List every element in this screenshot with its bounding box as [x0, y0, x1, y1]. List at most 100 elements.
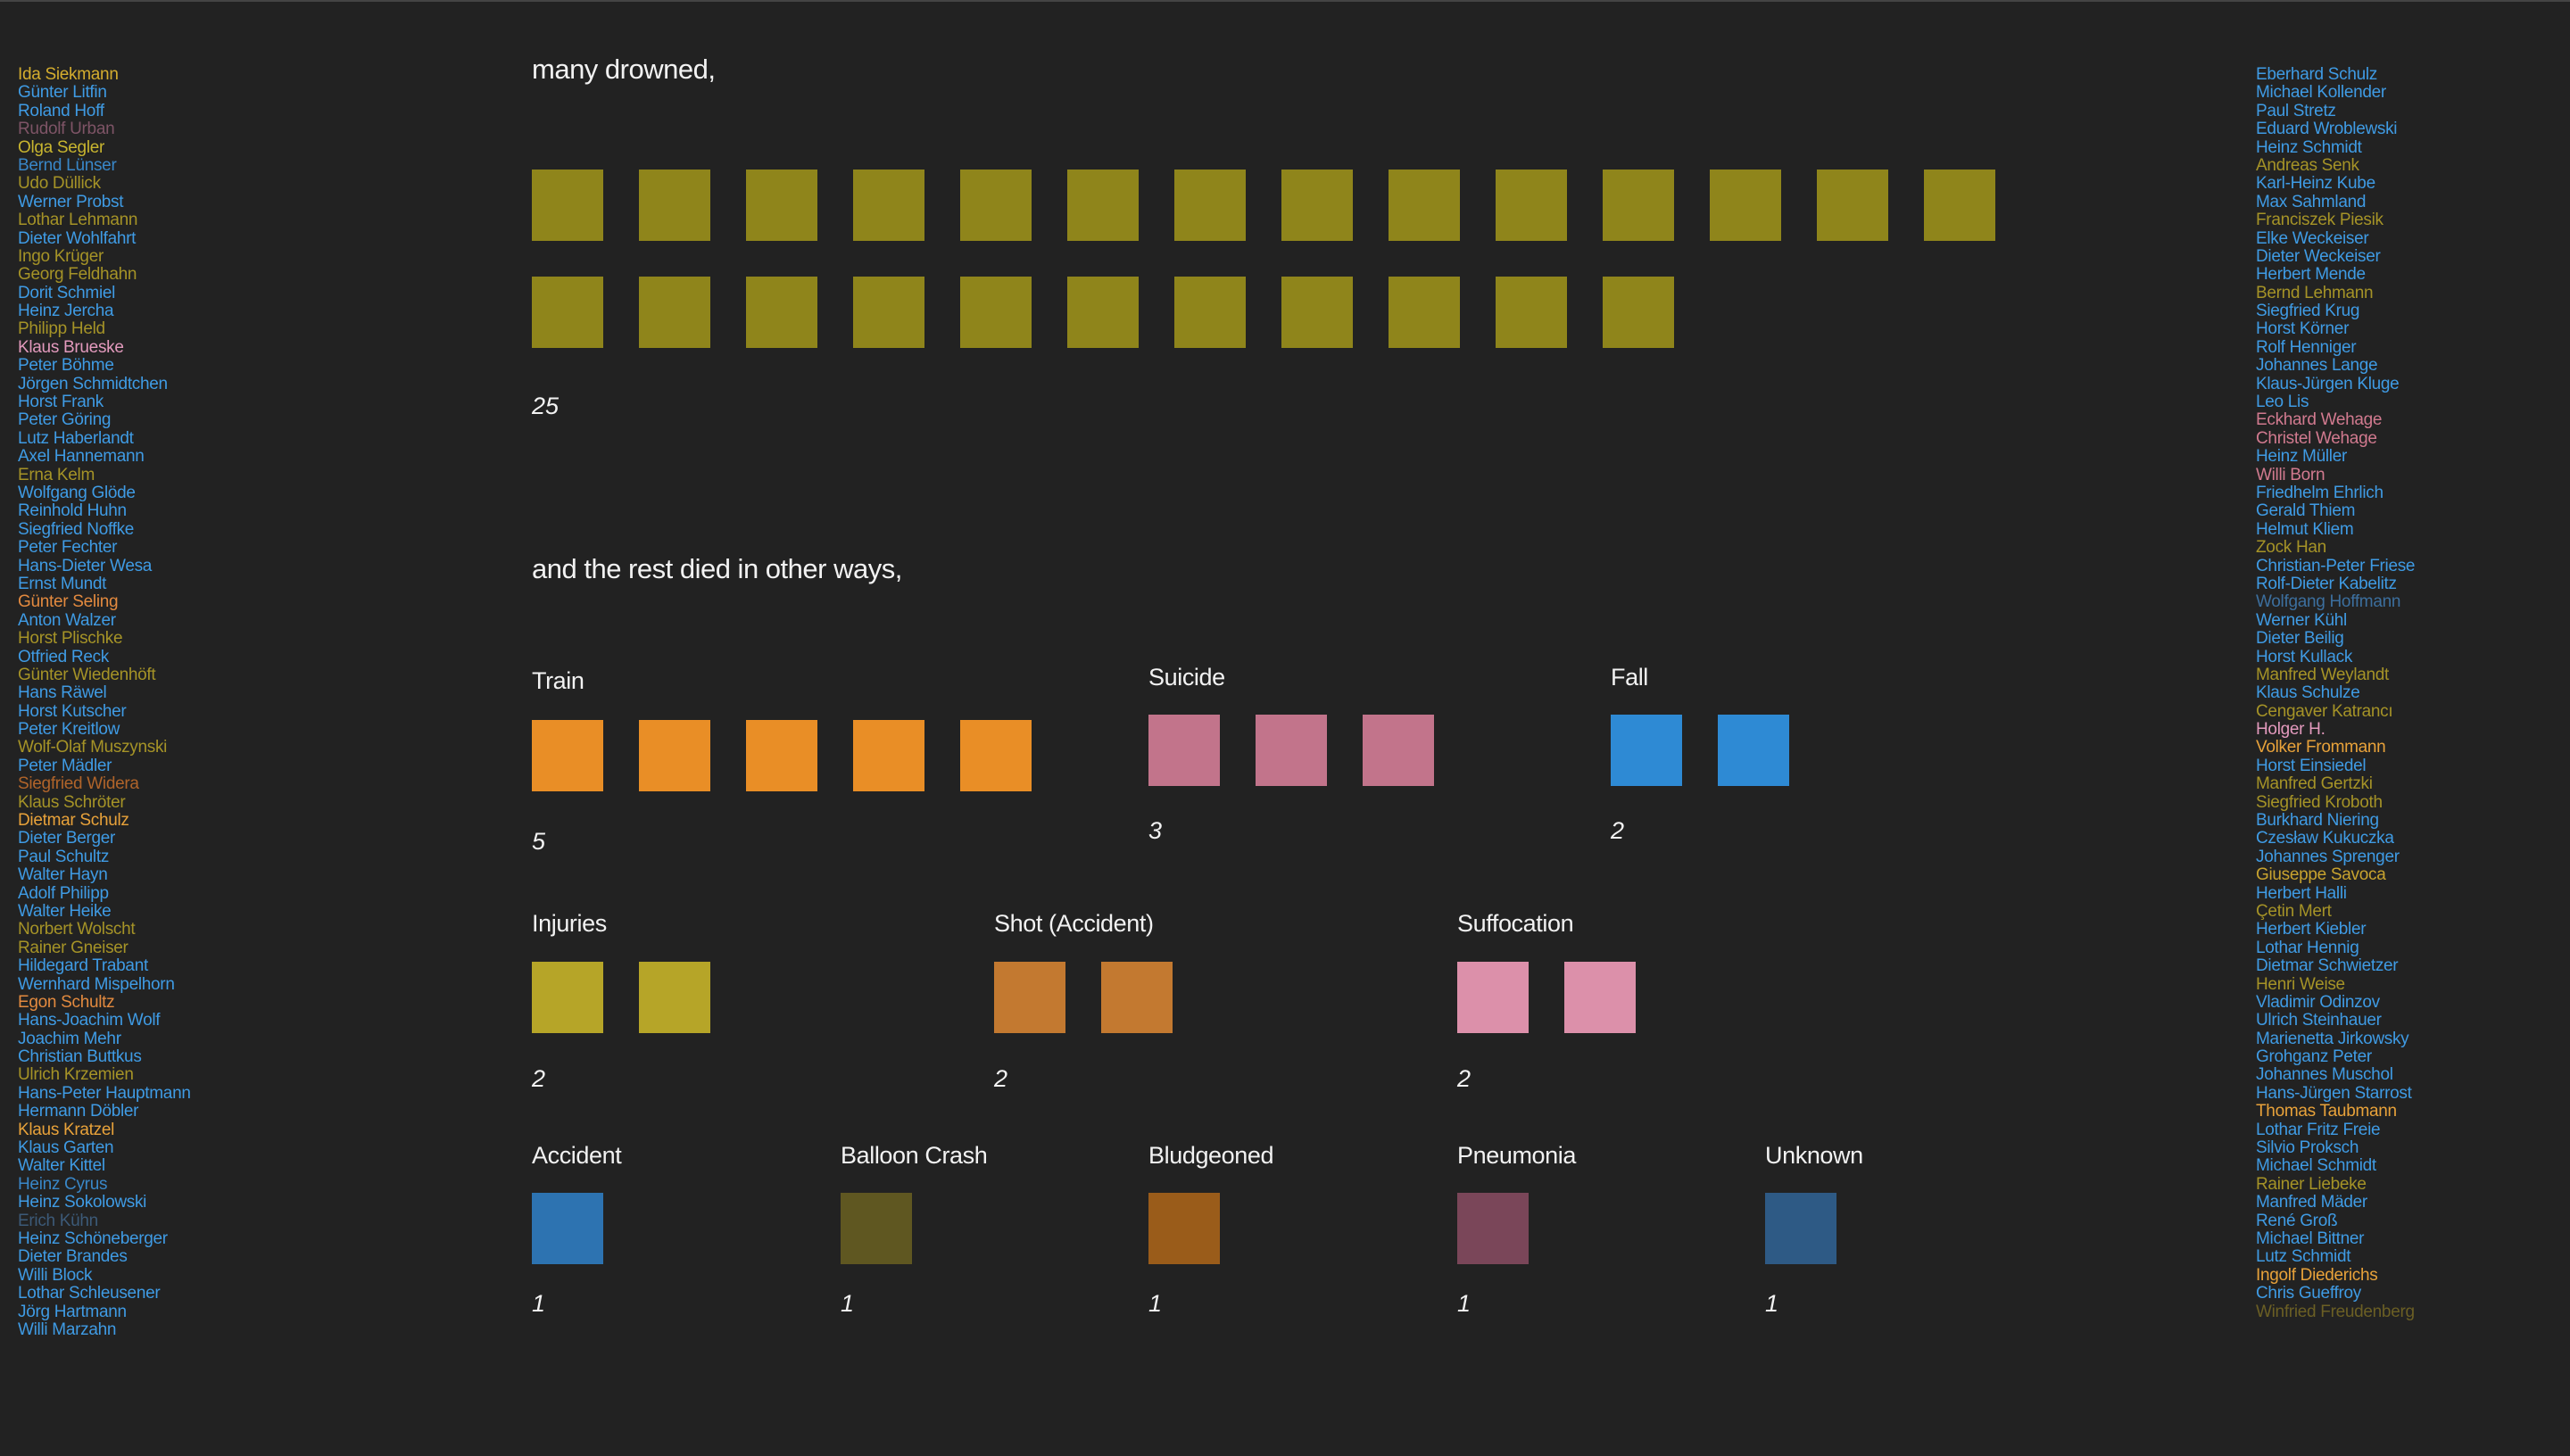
unit-square-drowned[interactable]	[1174, 277, 1246, 348]
unit-square-suicide[interactable]	[1256, 715, 1327, 786]
victim-name[interactable]: Karl-Heinz Kube	[2256, 174, 2375, 194]
victim-name[interactable]: Siegfried Krug	[2256, 302, 2360, 321]
victim-name[interactable]: Horst Einsiedel	[2256, 756, 2367, 775]
victim-name[interactable]: Zock Han	[2256, 538, 2326, 558]
victim-name[interactable]: Hildegard Trabant	[18, 956, 148, 976]
victim-name[interactable]: Reinhold Huhn	[18, 501, 127, 521]
victim-name[interactable]: Rudolf Urban	[18, 120, 115, 139]
victim-name[interactable]: Hermann Döbler	[18, 1102, 139, 1121]
unit-square-drowned[interactable]	[1817, 170, 1888, 241]
victim-name[interactable]: Paul Stretz	[2256, 101, 2336, 120]
victim-name[interactable]: Willi Born	[2256, 465, 2325, 484]
victim-name[interactable]: Leo Lis	[2256, 393, 2309, 412]
victim-name[interactable]: Rainer Liebeke	[2256, 1174, 2367, 1194]
victim-name[interactable]: Anton Walzer	[18, 610, 116, 630]
victim-name[interactable]: Michael Bittner	[2256, 1229, 2365, 1248]
unit-square-drowned[interactable]	[1389, 170, 1460, 241]
victim-name[interactable]: Georg Feldhahn	[18, 265, 137, 285]
victim-name[interactable]: Heinz Sokolowski	[18, 1193, 147, 1212]
victim-name[interactable]: Egon Schultz	[18, 992, 115, 1012]
unit-square-suicide[interactable]	[1148, 715, 1220, 786]
victim-name[interactable]: Erich Kühn	[18, 1211, 98, 1230]
unit-square-drowned[interactable]	[639, 277, 710, 348]
unit-square-drowned[interactable]	[532, 170, 603, 241]
victim-name[interactable]: Horst Körner	[2256, 319, 2350, 339]
victim-name[interactable]: Dieter Beilig	[2256, 629, 2344, 649]
victim-name[interactable]: Volker Frommann	[2256, 738, 2386, 757]
victim-name[interactable]: Heinz Cyrus	[18, 1174, 108, 1194]
victim-name[interactable]: Norbert Wolscht	[18, 920, 136, 939]
victim-name[interactable]: Klaus Kratzel	[18, 1120, 115, 1139]
victim-name[interactable]: Herbert Mende	[2256, 265, 2366, 285]
victim-name[interactable]: Ingo Krüger	[18, 246, 104, 266]
victim-name[interactable]: Horst Frank	[18, 393, 104, 412]
unit-square-drowned[interactable]	[1067, 277, 1139, 348]
unit-square-drowned[interactable]	[1067, 170, 1139, 241]
victim-name[interactable]: Lutz Schmidt	[2256, 1247, 2351, 1267]
victim-name[interactable]: Rolf Henniger	[2256, 337, 2357, 357]
victim-name[interactable]: Otfried Reck	[18, 647, 109, 666]
victim-name[interactable]: Dieter Wohlfahrt	[18, 228, 137, 248]
victim-name[interactable]: Lothar Lehmann	[18, 211, 138, 230]
victim-name[interactable]: Marienetta Jirkowsky	[2256, 1029, 2409, 1048]
victim-name[interactable]: Michael Schmidt	[2256, 1156, 2376, 1176]
victim-name[interactable]: Christian-Peter Friese	[2256, 556, 2416, 575]
victim-name[interactable]: Klaus Garten	[18, 1138, 114, 1158]
victim-name[interactable]: Lothar Hennig	[2256, 938, 2359, 957]
unit-square-drowned[interactable]	[1496, 170, 1567, 241]
victim-name[interactable]: Siegfried Noffke	[18, 519, 135, 539]
unit-square-balloon-crash[interactable]	[841, 1193, 912, 1264]
victim-name[interactable]: Cengaver Katrancı	[2256, 701, 2393, 721]
victim-name[interactable]: Dieter Berger	[18, 829, 116, 848]
victim-name[interactable]: Klaus-Jürgen Kluge	[2256, 374, 2400, 393]
victim-name[interactable]: Peter Göring	[18, 410, 112, 430]
victim-name[interactable]: Ernst Mundt	[18, 574, 107, 593]
victim-name[interactable]: Horst Kullack	[2256, 647, 2353, 666]
victim-name[interactable]: Günter Litfin	[18, 83, 107, 103]
unit-square-suffocation[interactable]	[1564, 962, 1636, 1033]
victim-name[interactable]: Heinz Jercha	[18, 302, 114, 321]
victim-name[interactable]: Günter Seling	[18, 592, 119, 612]
unit-square-suffocation[interactable]	[1457, 962, 1529, 1033]
victim-name[interactable]: Vladimir Odinzov	[2256, 992, 2380, 1012]
unit-square-drowned[interactable]	[1281, 277, 1353, 348]
victim-name[interactable]: Czesław Kukuczka	[2256, 829, 2394, 848]
victim-name[interactable]: Silvio Proksch	[2256, 1138, 2359, 1158]
unit-square-train[interactable]	[532, 720, 603, 791]
victim-name[interactable]: Eduard Wroblewski	[2256, 120, 2398, 139]
victim-name[interactable]: Walter Hayn	[18, 865, 108, 885]
victim-name[interactable]: Rainer Gneiser	[18, 938, 128, 957]
victim-name[interactable]: Ulrich Krzemien	[18, 1065, 134, 1085]
victim-name[interactable]: Manfred Weylandt	[2256, 665, 2390, 684]
unit-square-drowned[interactable]	[1281, 170, 1353, 241]
unit-square-accident[interactable]	[532, 1193, 603, 1264]
victim-name[interactable]: Eberhard Schulz	[2256, 65, 2377, 84]
victim-name[interactable]: Heinz Schmidt	[2256, 137, 2362, 157]
unit-square-drowned[interactable]	[1496, 277, 1567, 348]
victim-name[interactable]: Paul Schultz	[18, 847, 110, 866]
victim-name[interactable]: Holger H.	[2256, 720, 2325, 740]
unit-square-drowned[interactable]	[1710, 170, 1781, 241]
victim-name[interactable]: Wolfgang Glöde	[18, 483, 136, 502]
victim-name[interactable]: Helmut Kliem	[2256, 519, 2354, 539]
victim-name[interactable]: Wernhard Mispelhorn	[18, 974, 175, 994]
victim-name[interactable]: Chris Gueffroy	[2256, 1284, 2361, 1303]
victim-name[interactable]: Erna Kelm	[18, 465, 95, 484]
victim-name[interactable]: Klaus Schulze	[2256, 683, 2360, 703]
victim-name[interactable]: Peter Fechter	[18, 538, 118, 558]
victim-name[interactable]: Dorit Schmiel	[18, 283, 116, 302]
victim-name[interactable]: Max Sahmland	[2256, 192, 2367, 211]
victim-name[interactable]: Ulrich Steinhauer	[2256, 1011, 2382, 1030]
victim-name[interactable]: Peter Kreitlow	[18, 720, 120, 740]
victim-name[interactable]: Hans-Jürgen Starrost	[2256, 1083, 2412, 1103]
victim-name[interactable]: Henri Weise	[2256, 974, 2345, 994]
unit-square-shot-accident[interactable]	[1101, 962, 1173, 1033]
victim-name[interactable]: Jörgen Schmidtchen	[18, 374, 168, 393]
victim-name[interactable]: Rolf-Dieter Kabelitz	[2256, 574, 2397, 593]
victim-name[interactable]: Herbert Halli	[2256, 883, 2347, 903]
victim-name[interactable]: Manfred Gertzki	[2256, 774, 2373, 794]
unit-square-train[interactable]	[853, 720, 924, 791]
victim-name[interactable]: Johannes Lange	[2256, 356, 2378, 376]
unit-square-drowned[interactable]	[532, 277, 603, 348]
victim-name[interactable]: Johannes Muschol	[2256, 1065, 2393, 1085]
